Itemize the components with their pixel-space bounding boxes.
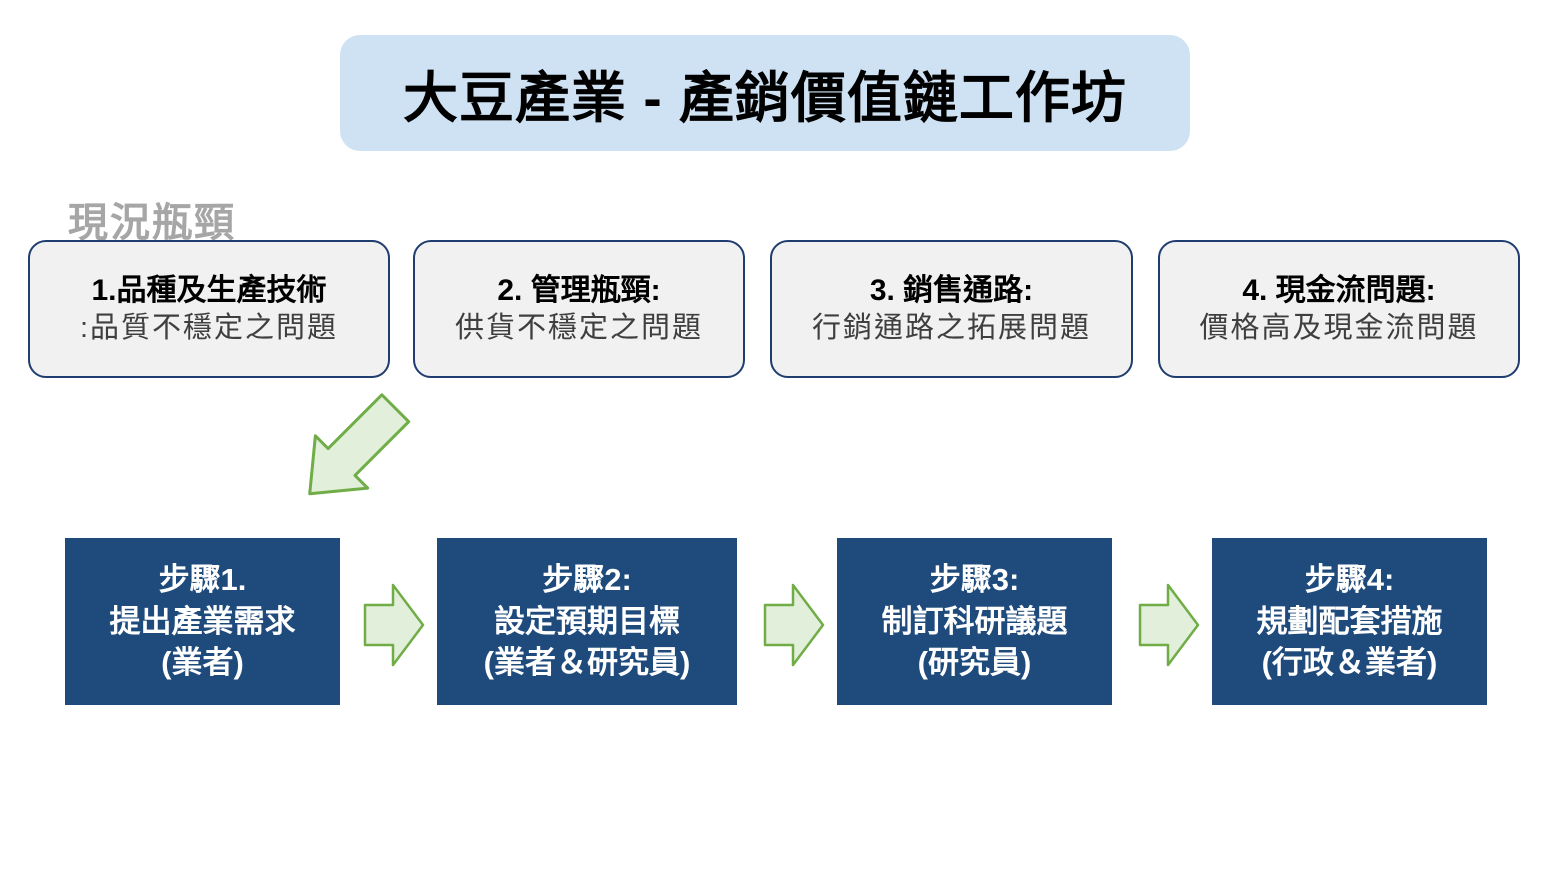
section-label-bottlenecks: 現況瓶頸 [68,201,236,245]
step-title: 步驟3: [929,561,1020,597]
bottleneck-detail: :品質不穩定之問題 [79,311,339,344]
title-banner: 大豆產業 - 產銷價值鏈工作坊 [340,35,1190,151]
bottleneck-heading: 2. 管理瓶頸: [497,273,661,307]
step-actor: (業者＆研究員) [483,645,691,681]
step-box-1: 步驟1. 提出產業需求 (業者) [65,538,340,705]
step-actor: (研究員) [917,645,1032,681]
bottleneck-card-3: 3. 銷售通路: 行銷通路之拓展問題 [770,240,1133,378]
arrow-right-icon [363,583,425,667]
step-box-3: 步驟3: 制訂科研議題 (研究員) [837,538,1112,705]
step-box-2: 步驟2: 設定預期目標 (業者＆研究員) [437,538,737,705]
arrow-right-icon [1138,583,1200,667]
arrow-down-left-icon [281,379,425,523]
arrow-right-icon [763,583,825,667]
step-action: 制訂科研議題 [881,603,1068,639]
bottleneck-heading: 4. 現金流問題: [1242,273,1436,307]
step-action: 提出產業需求 [109,603,296,639]
bottleneck-detail: 價格高及現金流問題 [1199,311,1479,344]
bottleneck-detail: 行銷通路之拓展問題 [811,311,1091,344]
bottleneck-card-4: 4. 現金流問題: 價格高及現金流問題 [1158,240,1520,378]
step-actor: (業者) [161,645,244,681]
step-actor: (行政＆業者) [1261,645,1438,681]
page-title: 大豆產業 - 產銷價值鏈工作坊 [403,67,1127,129]
step-title: 步驟1. [158,561,247,597]
bottleneck-heading: 1.品種及生產技術 [91,273,327,307]
bottleneck-card-2: 2. 管理瓶頸: 供貨不穩定之問題 [413,240,745,378]
step-title: 步驟2: [542,561,632,597]
bottleneck-detail: 供貨不穩定之問題 [454,311,703,344]
bottleneck-card-1: 1.品種及生產技術 :品質不穩定之問題 [28,240,390,378]
step-box-4: 步驟4: 規劃配套措施 (行政＆業者) [1212,538,1487,705]
step-action: 設定預期目標 [494,603,680,639]
bottleneck-heading: 3. 銷售通路: [869,273,1034,307]
step-action: 規劃配套措施 [1256,603,1443,639]
step-title: 步驟4: [1304,561,1395,597]
